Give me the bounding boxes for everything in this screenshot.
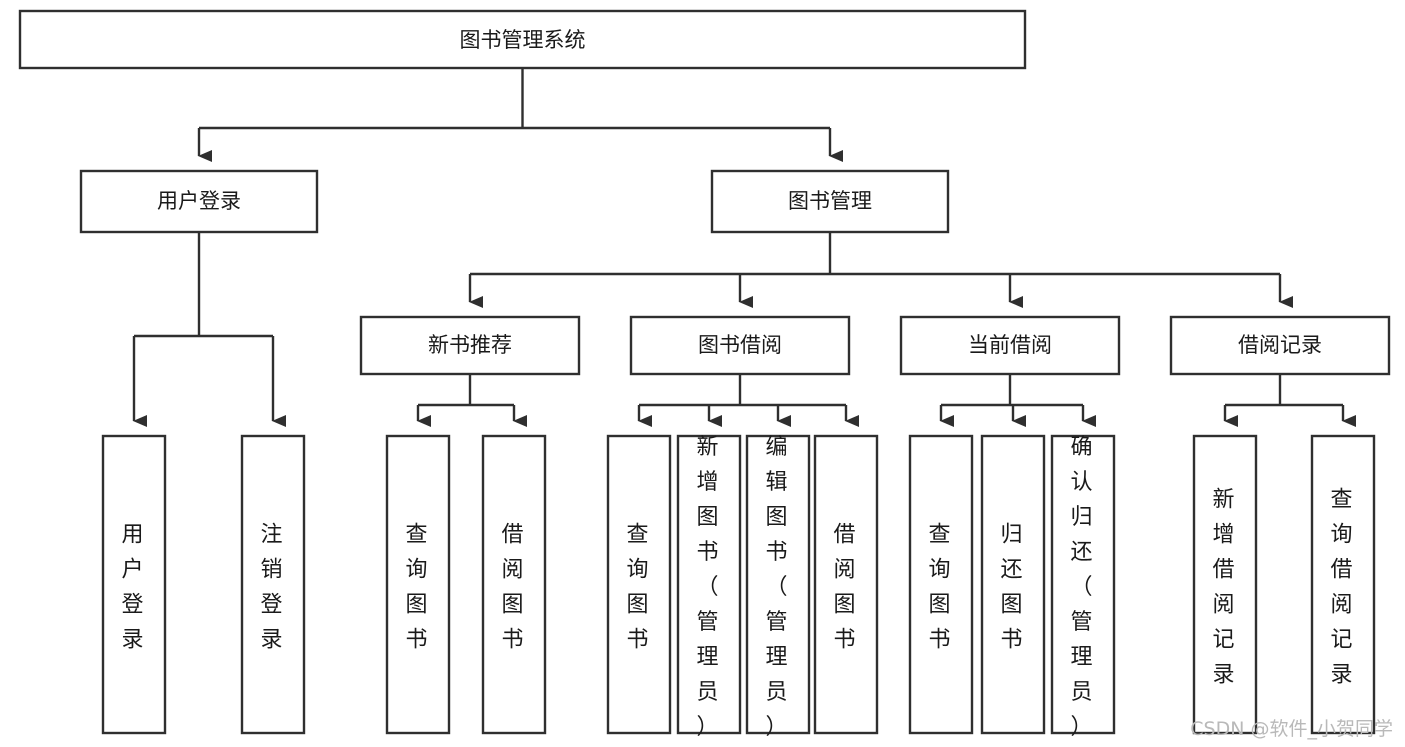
leaf-query-book-1-box [385,434,451,735]
leaf-add-record[interactable]: 新增借阅记录 [1192,434,1258,735]
node-book-manage[interactable]: 图书管理 [710,169,950,234]
node-new-book-recommend[interactable]: 新书推荐 [359,315,581,376]
leaf-query-record-box [1310,434,1376,735]
node-borrow-record-label: 借阅记录 [1238,333,1322,357]
leaf-query-book-1-label: 查询图书 [405,522,430,652]
leaf-edit-book[interactable]: 编辑图书（管理员） [745,434,811,740]
leaf-query-record[interactable]: 查询借阅记录 [1310,434,1376,735]
leaf-user-login-box [101,434,167,735]
node-user-login-label: 用户登录 [157,189,241,213]
leaf-borrow-book-1-label: 借阅图书 [501,522,526,652]
leaf-query-record-label: 查询借阅记录 [1330,487,1355,687]
node-user-login-box [79,169,319,234]
node-book-manage-box [710,169,950,234]
leaf-return-book-box [980,434,1046,735]
leaf-user-logout-box [240,434,306,735]
leaf-add-record-label: 新增借阅记录 [1212,487,1237,687]
leaf-user-login[interactable]: 用户登录 [101,434,167,735]
node-book-manage-label: 图书管理 [788,189,872,213]
node-new-book-recommend-box [359,315,581,376]
leaf-query-book-2[interactable]: 查询图书 [606,434,672,735]
node-book-borrow-box [629,315,851,376]
leaf-return-book[interactable]: 归还图书 [980,434,1046,735]
csdn-watermark: CSDN @软件_小贺同学 [1190,718,1393,740]
node-current-borrow[interactable]: 当前借阅 [899,315,1121,376]
node-root-box [18,9,1027,70]
node-new-book-recommend-label: 新书推荐 [428,333,512,357]
leaf-confirm-return[interactable]: 确认归还（管理员） [1050,434,1116,740]
leaf-borrow-book-2-label: 借阅图书 [833,522,858,652]
leaf-user-logout[interactable]: 注销登录 [240,434,306,735]
node-root[interactable]: 图书管理系统 [18,9,1027,70]
leaf-user-login-label: 用户登录 [121,522,146,652]
leaf-borrow-book-1-box [481,434,547,735]
leaf-query-book-3[interactable]: 查询图书 [908,434,974,735]
leaf-confirm-return-box [1050,434,1116,735]
node-current-borrow-label: 当前借阅 [968,333,1052,357]
leaf-add-book-box [676,434,742,735]
leaf-return-book-label: 归还图书 [1000,522,1025,652]
leaf-query-book-3-box [908,434,974,735]
leaf-user-logout-label: 注销登录 [260,522,285,652]
leaf-add-record-box [1192,434,1258,735]
leaf-edit-book-box [745,434,811,735]
leaf-add-book[interactable]: 新增图书（管理员） [676,434,742,740]
leaf-confirm-return-label: 确认归还（管理员） [1070,435,1095,740]
connector-layer [132,68,1356,427]
leaf-borrow-book-2[interactable]: 借阅图书 [813,434,879,735]
leaf-query-book-2-label: 查询图书 [626,522,651,652]
node-current-borrow-box [899,315,1121,376]
node-book-borrow-label: 图书借阅 [698,333,782,357]
node-user-login[interactable]: 用户登录 [79,169,319,234]
node-root-label: 图书管理系统 [460,28,586,52]
leaf-borrow-book-2-box [813,434,879,735]
node-borrow-record[interactable]: 借阅记录 [1169,315,1391,376]
leaf-add-book-label: 新增图书（管理员） [696,435,721,740]
node-book-borrow[interactable]: 图书借阅 [629,315,851,376]
leaf-query-book-3-label: 查询图书 [928,522,953,652]
node-borrow-record-box [1169,315,1391,376]
leaf-edit-book-label: 编辑图书（管理员） [765,435,790,740]
leaf-query-book-2-box [606,434,672,735]
leaf-query-book-1[interactable]: 查询图书 [385,434,451,735]
leaf-borrow-book-1[interactable]: 借阅图书 [481,434,547,735]
